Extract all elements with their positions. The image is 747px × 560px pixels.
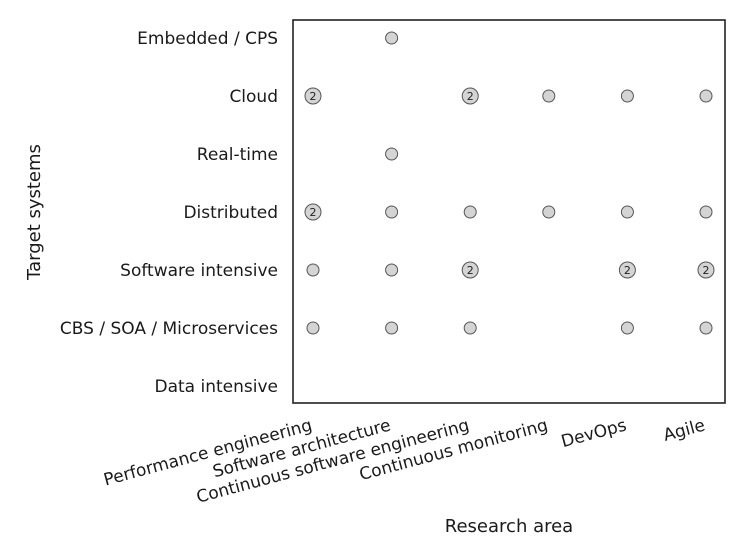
data-point-count-label: 2 (624, 264, 631, 277)
y-axis-tick-labels: Embedded / CPS CloudReal-timeDistributedS… (60, 29, 278, 397)
data-point-count-label: 2 (310, 90, 317, 103)
y-tick-label: Distributed (183, 203, 278, 223)
data-point (620, 321, 634, 335)
x-tick-label: Agile (661, 416, 707, 446)
data-point (385, 205, 399, 219)
data-point (306, 321, 320, 335)
data-point (385, 321, 399, 335)
plot-area-frame (292, 19, 726, 404)
data-point-count-label: 2 (703, 264, 710, 277)
data-point (699, 321, 713, 335)
data-point (620, 89, 634, 103)
data-point (620, 205, 634, 219)
y-tick-label: Software intensive (120, 261, 278, 281)
data-point-count-label: 2 (467, 90, 474, 103)
data-point (463, 321, 477, 335)
data-point (306, 263, 320, 277)
data-point (385, 31, 399, 45)
y-tick-label: Embedded / CPS (137, 29, 278, 49)
x-tick-label: DevOps (559, 415, 629, 452)
y-tick-label: Real-time (197, 145, 278, 165)
data-point (697, 261, 715, 279)
data-point (304, 203, 322, 221)
data-points: 2 2 2 2 2 2 (304, 31, 715, 335)
data-point (385, 263, 399, 277)
data-point (699, 205, 713, 219)
data-point (463, 205, 477, 219)
data-point (461, 261, 479, 279)
x-axis-label: Research area (445, 516, 573, 537)
y-tick-label: Data intensive (155, 377, 279, 397)
y-axis-label: Target systems (24, 144, 45, 281)
y-tick-label: CBS / SOA / Microservices (60, 319, 278, 339)
data-point (542, 89, 556, 103)
data-point-count-label: 2 (310, 206, 317, 219)
data-point (618, 261, 636, 279)
y-tick-label: Cloud (229, 87, 278, 107)
data-point (385, 147, 399, 161)
data-point (542, 205, 556, 219)
data-point (699, 89, 713, 103)
data-point (304, 87, 322, 105)
data-point (461, 87, 479, 105)
data-point-count-label: 2 (467, 264, 474, 277)
